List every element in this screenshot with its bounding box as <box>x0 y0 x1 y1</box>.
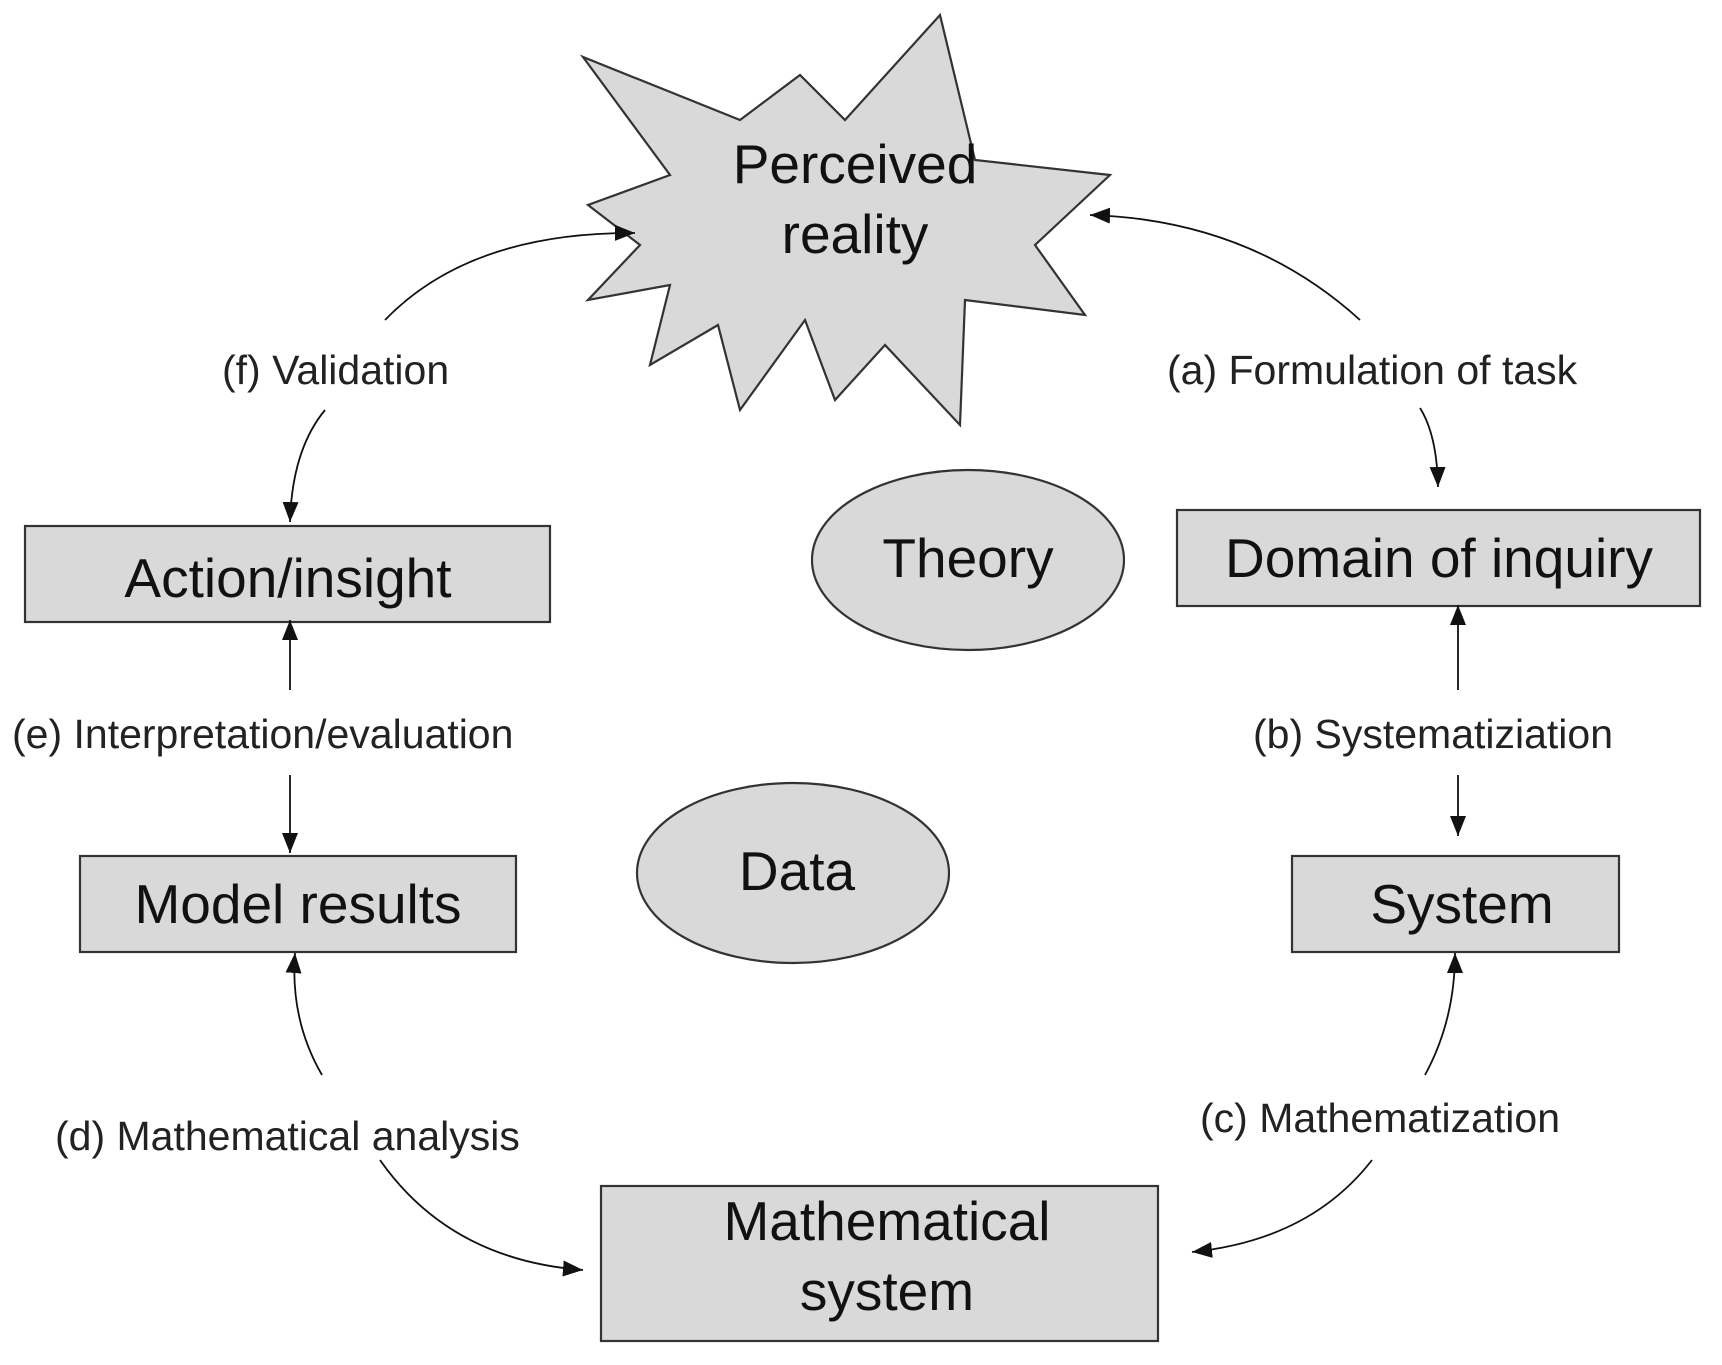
label-e-interpretation-evaluation: (e) Interpretation/evaluation <box>12 711 513 757</box>
arrow-reality-to-label-a <box>1089 207 1361 321</box>
model-results-label: Model results <box>134 873 461 935</box>
data-node: Data <box>635 781 951 965</box>
label-a-formulation-of-task: (a) Formulation of task <box>1167 347 1578 393</box>
data-ellipse <box>635 781 951 965</box>
model-results-node: Model results <box>78 854 518 954</box>
perceived-reality-node: Perceived reality <box>579 12 1113 428</box>
label-b-systematiziation: (b) Systematiziation <box>1253 711 1613 757</box>
theory-node: Theory <box>810 468 1126 652</box>
label-f-validation: (f) Validation <box>222 347 449 393</box>
arrow-label-f-to-action <box>282 409 326 523</box>
mathematical-system-line1: Mathematical <box>723 1190 1050 1252</box>
action-insight-label: Action/insight <box>124 547 451 609</box>
arrow-label-c-to-math-system <box>1191 1159 1373 1258</box>
arrow-label-c-to-system <box>1424 952 1463 1076</box>
arrow-label-f-to-reality <box>384 224 636 321</box>
theory-label: Theory <box>882 527 1054 589</box>
mathematical-system-box <box>599 1184 1160 1343</box>
mathematical-system-node: Mathematical system <box>599 1184 1160 1343</box>
action-insight-box <box>23 524 552 624</box>
mathematical-system-line2: system <box>800 1260 974 1322</box>
action-insight-node: Action/insight <box>23 524 552 624</box>
data-label: Data <box>739 840 856 902</box>
model-results-box <box>78 854 518 954</box>
label-c-mathematization: (c) Mathematization <box>1200 1095 1560 1141</box>
perceived-reality-line1: Perceived <box>733 133 978 195</box>
domain-of-inquiry-box <box>1175 508 1702 608</box>
theory-ellipse <box>810 468 1126 652</box>
arrow-label-a-to-domain <box>1419 407 1446 488</box>
arrow-label-d-to-math-system <box>379 1159 584 1277</box>
domain-of-inquiry-label: Domain of inquiry <box>1225 527 1653 589</box>
system-label: System <box>1370 873 1553 935</box>
arrow-label-d-to-model-results <box>285 952 323 1076</box>
system-node: System <box>1290 854 1621 954</box>
perceived-reality-line2: reality <box>782 203 929 265</box>
domain-of-inquiry-node: Domain of inquiry <box>1175 508 1702 608</box>
label-d-mathematical-analysis: (d) Mathematical analysis <box>55 1113 520 1159</box>
starburst-shape <box>579 12 1113 428</box>
system-box <box>1290 854 1621 954</box>
